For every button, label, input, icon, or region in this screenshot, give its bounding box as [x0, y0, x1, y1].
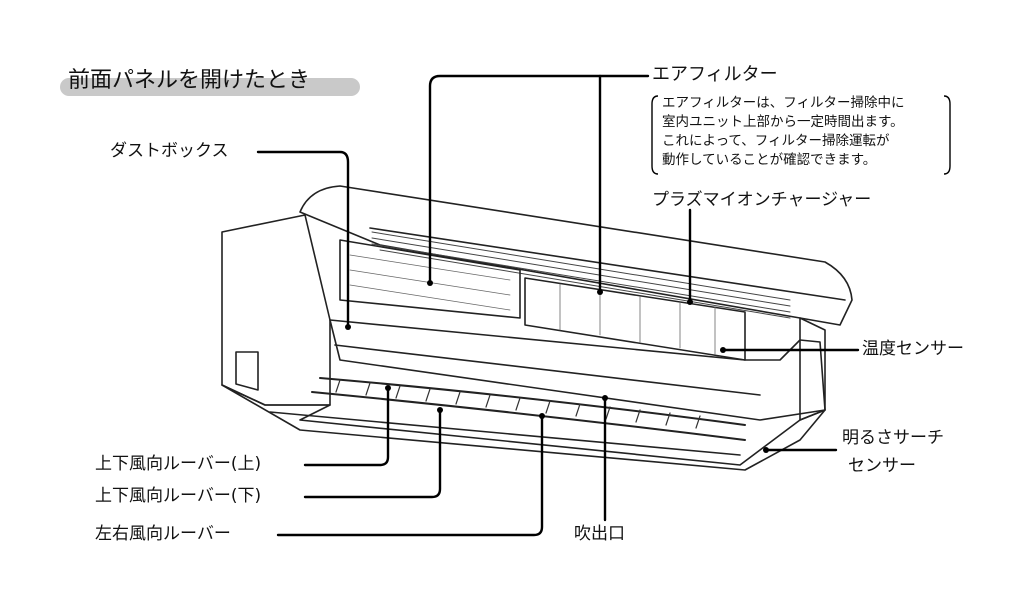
leader-louver-upper: [303, 388, 390, 467]
note-line: 動作していることが確認できます。: [662, 152, 877, 168]
label-air-filter: エアフィルター: [652, 64, 778, 85]
air-filter-frame: [339, 239, 521, 319]
note-bracket: [651, 95, 951, 175]
label-air-outlet: 吹出口: [574, 524, 625, 544]
label-horizontal-louver: 左右風向ルーバー: [95, 524, 231, 544]
note-line: これによって、フィルター掃除運転が: [662, 133, 890, 149]
air-filter-note: エアフィルターは、フィルター掃除中に 室内ユニット上部から一定時間出ます。 これ…: [662, 94, 904, 170]
leader-horizontal-louver: [276, 416, 544, 537]
note-line: エアフィルターは、フィルター掃除中に: [662, 95, 905, 111]
label-brightness-sensor-line2: センサー: [848, 456, 916, 476]
page-title: 前面パネルを開けたとき: [68, 68, 311, 93]
label-plasma-ion-charger: プラズマイオンチャージャー: [652, 190, 872, 210]
leader-louver-lower: [303, 410, 442, 499]
note-line: 室内ユニット上部から一定時間出ます。: [662, 114, 904, 130]
leader-dust-box: [256, 150, 350, 327]
title-underline-bar: [60, 78, 360, 96]
label-vertical-louver-upper: 上下風向ルーバー(上): [95, 454, 262, 474]
section-title: 前面パネルを開けたとき: [60, 62, 360, 96]
label-dust-box: ダストボックス: [110, 141, 229, 161]
label-vertical-louver-lower: 上下風向ルーバー(下): [95, 486, 262, 506]
louver-lower-drawing: [311, 391, 746, 441]
label-temperature-sensor: 温度センサー: [862, 339, 964, 359]
label-brightness-sensor-line1: 明るさサーチ: [842, 428, 944, 448]
unit-side-panel: [221, 214, 331, 406]
leader-air-filter: [428, 74, 650, 282]
front-panel-open: [299, 185, 853, 326]
louver-upper-drawing: [319, 377, 746, 426]
